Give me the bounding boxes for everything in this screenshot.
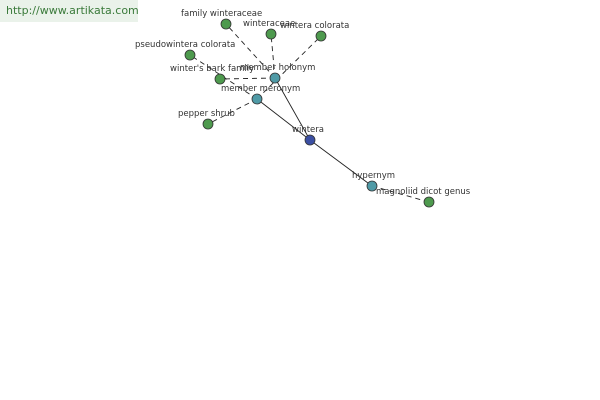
edge-member-holonym-to-winters-bark-family [219, 77, 276, 80]
node-label-winteraceae[interactable]: winteraceae [243, 19, 295, 29]
node-label-pseudowintera-colorata[interactable]: pseudowintera colorata [135, 40, 235, 50]
node-label-family-winteraceae[interactable]: family winteraceae [181, 9, 262, 19]
node-label-wintera-colorata[interactable]: wintera colorata [280, 21, 349, 31]
node-magnoliid-dicot-genus[interactable] [423, 196, 435, 208]
edge-wintera-to-member-meronym [256, 98, 311, 141]
node-label-magnoliid-dicot-genus[interactable]: magnoliid dicot genus [376, 187, 471, 197]
edge-member-holonym-to-family-winteraceae [225, 23, 276, 79]
node-winteraceae[interactable] [265, 28, 277, 40]
node-winters-bark-family[interactable] [214, 73, 226, 85]
edge-wintera-to-member-holonym [274, 77, 311, 141]
node-label-member-meronym[interactable]: member meronym [221, 84, 300, 94]
edge-member-meronym-to-wintera-colorata [256, 35, 322, 100]
nodes-layer [184, 18, 435, 208]
node-wintera-colorata[interactable] [315, 30, 327, 42]
node-member-holonym[interactable] [269, 72, 281, 84]
labels-layer: wintera member holonym member meronym hyper… [135, 9, 471, 197]
node-label-member-holonym[interactable]: member holonym [240, 63, 315, 73]
node-label-hypernym[interactable]: hypernym [352, 171, 395, 181]
node-pepper-shrub[interactable] [202, 118, 214, 130]
edge-hypernym-to-magnoliid-dicot-genus [371, 185, 430, 203]
node-member-meronym[interactable] [251, 93, 263, 105]
node-pseudowintera-colorata[interactable] [184, 49, 196, 61]
edge-member-holonym-to-winteraceae [270, 33, 276, 79]
node-hypernym[interactable] [366, 180, 378, 192]
node-label-wintera[interactable]: wintera [292, 125, 324, 135]
edge-member-meronym-to-pepper-shrub [207, 98, 258, 125]
node-label-pepper-shrub[interactable]: pepper shrub [178, 109, 235, 119]
source-url-banner[interactable]: http://www.artikata.com [0, 0, 139, 22]
edge-wintera-to-hypernym [309, 139, 373, 187]
edges-layer [189, 23, 430, 203]
node-wintera[interactable] [304, 134, 316, 146]
node-label-winters-bark-family[interactable]: winter's bark family [170, 64, 254, 74]
node-family-winteraceae[interactable] [220, 18, 232, 30]
